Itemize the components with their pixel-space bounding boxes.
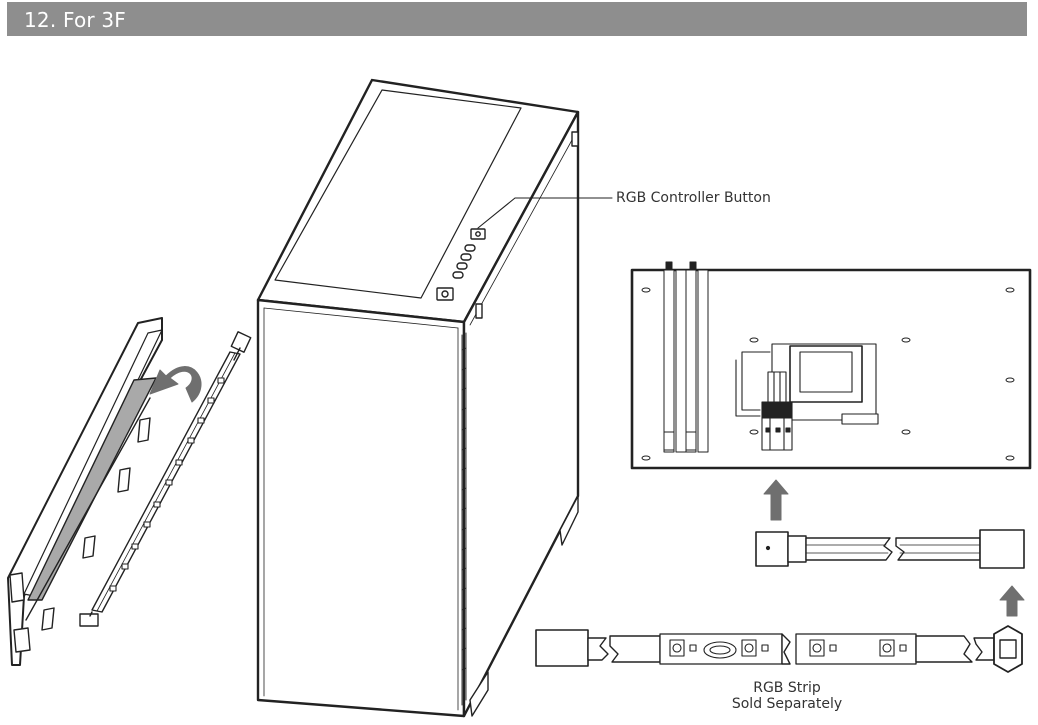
rgb-strip-label: RGB Strip <box>753 680 821 696</box>
rgb-button-icon <box>470 228 486 240</box>
curved-arrow-icon <box>149 366 202 403</box>
mounting-holes <box>641 287 1015 461</box>
side-vent <box>461 332 467 706</box>
rgb-controller-button-label: RGB Controller Button <box>616 190 771 206</box>
front-io-buttons <box>436 228 486 301</box>
adapter-cable <box>755 529 1025 569</box>
rgb-strip <box>535 625 1023 673</box>
cpu-socket <box>735 343 879 425</box>
led-bar-panel <box>7 317 163 666</box>
ram-slots <box>663 261 709 453</box>
up-arrow-icon-2 <box>999 585 1025 617</box>
rgb-header <box>761 371 793 451</box>
rgb-strip-caption: RGB Strip Sold Separately <box>700 680 874 712</box>
sold-separately-label: Sold Separately <box>731 696 843 712</box>
callout-leader <box>477 197 613 229</box>
section-header: 12. For 3F <box>7 2 1027 36</box>
motherboard <box>630 261 1032 470</box>
led-strip-bar <box>79 331 252 627</box>
up-arrow-icon <box>763 479 789 521</box>
section-title: 12. For 3F <box>24 8 126 32</box>
power-icon <box>436 287 454 301</box>
pc-case <box>256 78 613 718</box>
